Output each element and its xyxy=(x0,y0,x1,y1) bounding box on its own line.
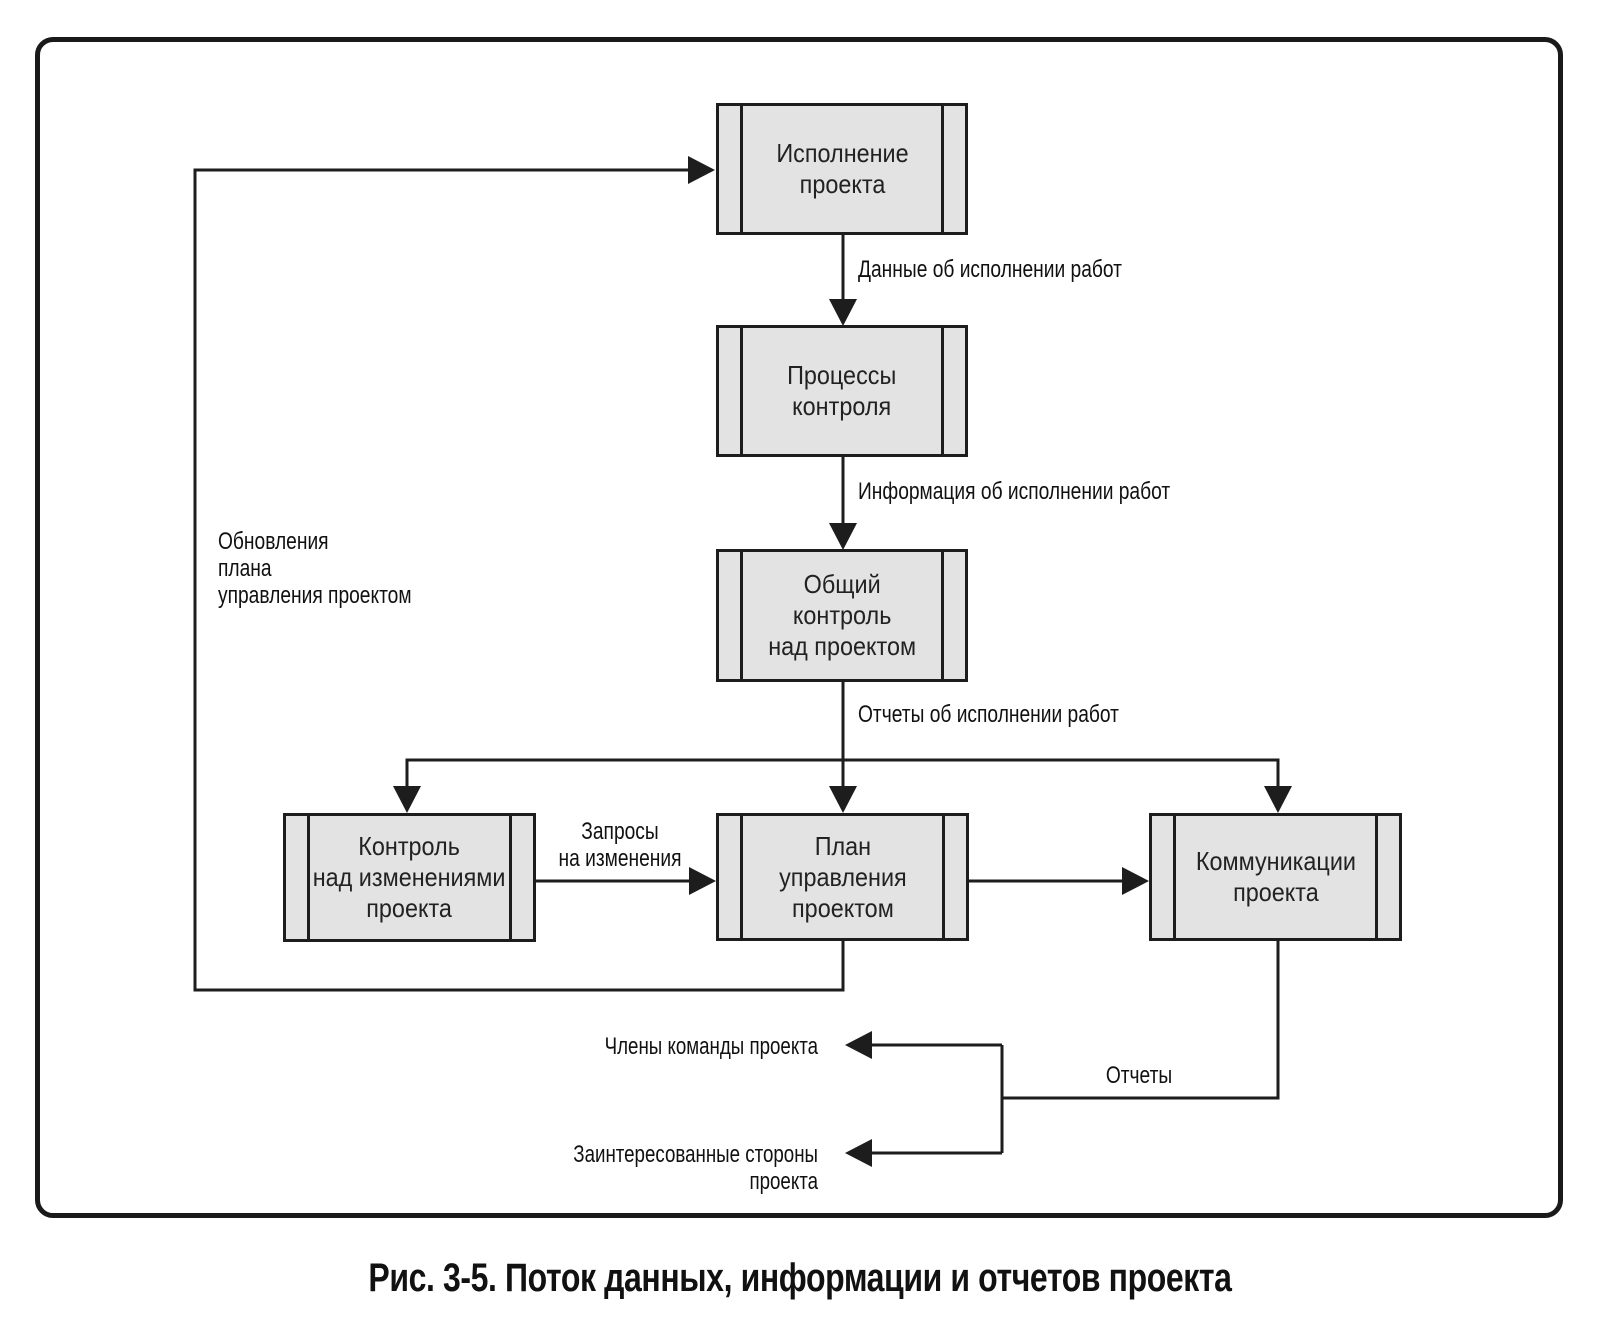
node-management-plan-label: План управления проектом xyxy=(778,830,907,923)
node-control-processes: Процессы контроля xyxy=(716,325,968,457)
subprocess-band-icon xyxy=(740,552,743,679)
node-communications: Коммуникации проекта xyxy=(1149,813,1402,941)
figure-caption: Рис. 3-5. Поток данных, информации и отч… xyxy=(368,1256,1232,1300)
node-execution-label: Исполнение проекта xyxy=(775,138,909,199)
subprocess-band-icon xyxy=(740,816,743,938)
subprocess-band-icon xyxy=(740,328,743,454)
subprocess-band-icon xyxy=(942,816,945,938)
subprocess-band-icon xyxy=(941,552,944,679)
subprocess-band-icon xyxy=(1375,816,1378,938)
node-overall-control: Общий контроль над проектом xyxy=(716,549,968,682)
edge-label-work-performance-info: Информация об исполнении работ xyxy=(858,478,1171,505)
subprocess-band-icon xyxy=(1173,816,1176,938)
node-change-control: Контроль над изменениями проекта xyxy=(283,813,536,942)
recipient-stakeholders: Заинтересованные стороны проекта xyxy=(573,1141,818,1195)
edge-label-work-performance-data: Данные об исполнении работ xyxy=(858,256,1122,283)
subprocess-band-icon xyxy=(941,328,944,454)
subprocess-band-icon xyxy=(307,816,310,939)
node-communications-label: Коммуникации проекта xyxy=(1195,846,1356,907)
subprocess-band-icon xyxy=(941,106,944,232)
node-control-processes-label: Процессы контроля xyxy=(787,360,897,421)
subprocess-band-icon xyxy=(509,816,512,939)
node-execution: Исполнение проекта xyxy=(716,103,968,235)
recipient-team-members: Члены команды проекта xyxy=(604,1033,818,1060)
subprocess-band-icon xyxy=(740,106,743,232)
edge-label-plan-updates: Обновления плана управления проектом xyxy=(218,528,412,609)
node-overall-control-label: Общий контроль над проектом xyxy=(768,569,916,661)
edge-label-work-performance-reports: Отчеты об исполнении работ xyxy=(858,701,1119,728)
edge-label-reports: Отчеты xyxy=(1105,1062,1173,1089)
edge-label-change-requests: Запросы на изменения xyxy=(558,818,682,872)
node-management-plan: План управления проектом xyxy=(716,813,969,941)
node-change-control-label: Контроль над изменениями проекта xyxy=(313,831,506,923)
